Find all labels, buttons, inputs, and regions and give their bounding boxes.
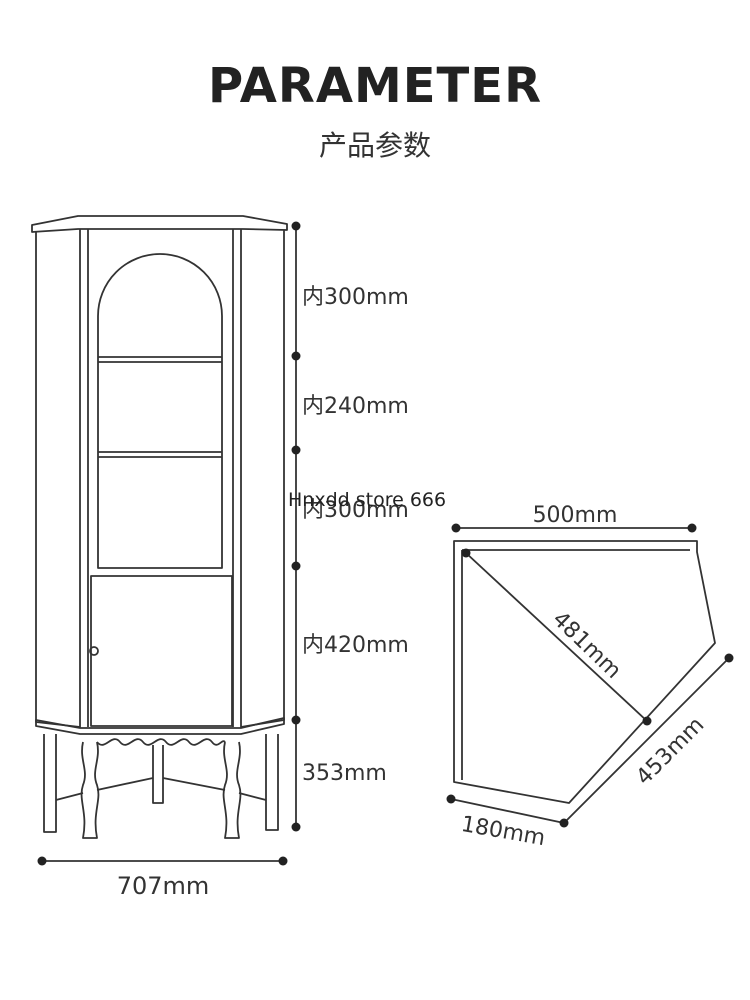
stand-right-leg [265, 734, 279, 831]
stand-front-left-leg [80, 741, 100, 839]
top-diagonal-label: 481mm [547, 607, 625, 684]
height-label-5: 353mm [302, 761, 387, 786]
page-title: PARAMETER [207, 58, 543, 114]
top-front-face-label: 453mm [632, 713, 710, 791]
stand-left-leg [43, 734, 57, 833]
top-side-dimension-line [450, 798, 565, 824]
dim-dot [37, 856, 47, 866]
dim-dot [724, 653, 734, 663]
height-label-2: 内240mm [302, 394, 409, 419]
dim-dot [642, 716, 652, 726]
dim-dot [291, 822, 301, 832]
height-label-4: 内420mm [302, 633, 409, 658]
height-label-1: 内300mm [302, 285, 409, 310]
dim-dot [687, 523, 697, 533]
cabinet-right-panel [240, 229, 285, 728]
fluted-door [90, 575, 233, 727]
dim-dot [291, 351, 301, 361]
dim-dot [291, 445, 301, 455]
stand-stretcher-left [55, 792, 84, 801]
top-side-depth-label: 180mm [459, 812, 547, 851]
dim-dot [291, 221, 301, 231]
store-watermark: Hnxdd store 666 [288, 489, 447, 511]
cabinet-base-plinth [35, 717, 285, 735]
stand-stretcher-right [238, 792, 267, 801]
page-subtitle: 产品参数 [318, 129, 431, 162]
dim-dot [446, 794, 456, 804]
height-label-3: 内300mm [302, 498, 409, 523]
dim-dot [291, 715, 301, 725]
door-knob [89, 646, 99, 656]
dim-dot [451, 523, 461, 533]
dim-dot [559, 818, 569, 828]
glass-door-arch [97, 253, 223, 569]
dim-dot [461, 548, 471, 558]
cabinet-left-panel [35, 229, 81, 728]
cabinet-top-crown [31, 215, 288, 233]
stand-middle-leg [152, 745, 164, 804]
top-diagonal-line [465, 552, 648, 722]
stand-front-right-leg [222, 741, 242, 839]
top-back-width-label: 500mm [533, 503, 618, 528]
width-label: 707mm [117, 872, 210, 900]
top-view-outline [453, 540, 716, 804]
stand-wavy-apron [96, 738, 226, 746]
dim-dot [291, 561, 301, 571]
dim-dot [278, 856, 288, 866]
top-front-dimension-line [563, 657, 730, 824]
